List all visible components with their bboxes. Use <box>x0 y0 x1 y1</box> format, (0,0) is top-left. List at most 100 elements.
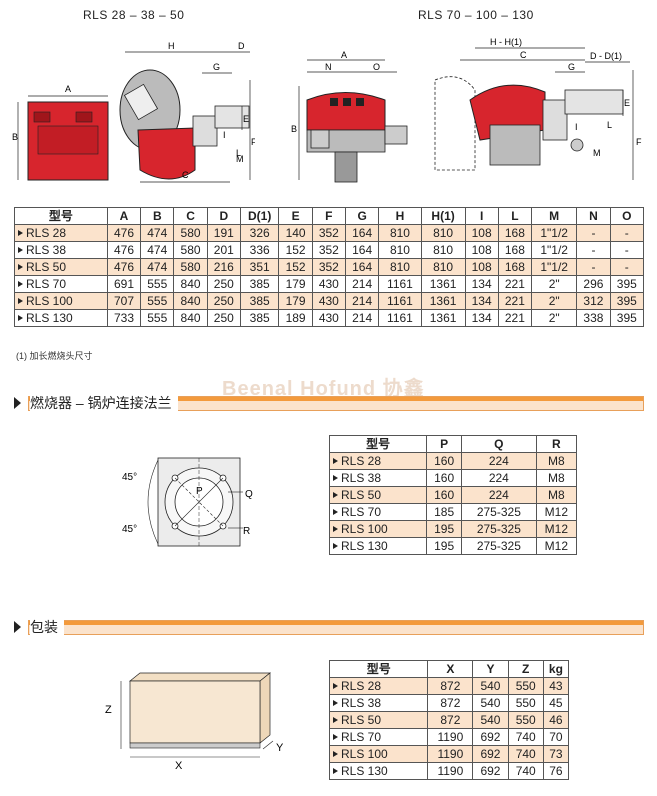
row-arrow-icon <box>333 542 338 549</box>
model-cell: RLS 130 <box>328 537 428 555</box>
table-header-cell: N <box>576 207 611 225</box>
model-cell: RLS 70 <box>328 503 428 521</box>
row-arrow-icon <box>333 750 338 757</box>
table-cell: 430 <box>311 309 346 327</box>
table-header-cell: 型号 <box>328 435 428 453</box>
section-band <box>28 620 644 635</box>
table-header-cell: H <box>378 207 422 225</box>
label-H-H1: H - H(1) <box>490 37 522 47</box>
label-B-large: B <box>291 124 297 134</box>
table-cell: 550 <box>507 694 544 712</box>
table-cell: M12 <box>535 520 578 538</box>
table-cell: 740 <box>507 745 544 763</box>
table-header-cell: 型号 <box>328 660 429 678</box>
table-header-cell: O <box>609 207 645 225</box>
table-cell: 810 <box>378 258 422 276</box>
table-cell: 108 <box>464 241 499 259</box>
row-arrow-icon <box>333 508 338 515</box>
table-cell: 224 <box>461 469 537 487</box>
model-name: RLS 70 <box>341 729 382 744</box>
table-cell: 1161 <box>378 275 422 293</box>
table-cell: 1"1/2 <box>531 241 578 259</box>
label-Q: Q <box>245 489 253 500</box>
section-arrow-icon <box>14 621 21 633</box>
angle-top: 45° <box>122 472 137 483</box>
table-cell: 1161 <box>378 292 422 310</box>
model-cell: RLS 50 <box>328 486 428 504</box>
table-cell: - <box>576 224 611 242</box>
table-cell: 385 <box>239 275 280 293</box>
table-cell: 810 <box>420 224 466 242</box>
table-cell: 430 <box>311 292 346 310</box>
table-cell: 840 <box>173 275 208 293</box>
label-R: R <box>243 526 250 537</box>
table-cell: 872 <box>427 677 474 695</box>
model-cell: RLS 100 <box>328 520 428 538</box>
table-header-cell: X <box>427 660 474 678</box>
table-cell: 134 <box>464 292 499 310</box>
table-cell: 1190 <box>427 728 474 746</box>
table-header-cell: Z <box>507 660 544 678</box>
table-cell: 70 <box>542 728 570 746</box>
label-Y: Y <box>276 742 284 754</box>
table-header-cell: P <box>426 435 463 453</box>
table-cell: 108 <box>464 224 499 242</box>
table-cell: 540 <box>472 694 509 712</box>
table-cell: 191 <box>206 224 241 242</box>
table-cell: 168 <box>497 258 533 276</box>
table-cell: 134 <box>464 275 499 293</box>
model-cell: RLS 100 <box>328 745 429 763</box>
table-cell: 221 <box>497 275 533 293</box>
model-name: RLS 28 <box>341 453 382 468</box>
label-C: C <box>182 170 189 180</box>
table-cell: 2" <box>531 292 578 310</box>
row-arrow-icon <box>333 699 338 706</box>
table-cell: 872 <box>427 694 474 712</box>
row-arrow-icon <box>333 525 338 532</box>
model-cell: RLS 50 <box>328 711 429 729</box>
table-cell: 474 <box>140 258 175 276</box>
table-header-cell: D(1) <box>239 207 280 225</box>
table-cell: 476 <box>106 258 142 276</box>
model-name: RLS 100 <box>26 293 73 308</box>
model-name: RLS 38 <box>341 470 382 485</box>
label-C-large: C <box>520 50 527 60</box>
table-cell: 185 <box>426 503 463 521</box>
table-cell: 179 <box>278 275 313 293</box>
table-cell: 214 <box>344 292 380 310</box>
table-cell: 160 <box>426 452 463 470</box>
table-header-cell: B <box>140 207 175 225</box>
table-cell: 352 <box>311 241 346 259</box>
table-cell: 1"1/2 <box>531 224 578 242</box>
table-cell: M12 <box>535 537 578 555</box>
table-header-cell: G <box>344 207 380 225</box>
label-L-large: L <box>607 120 612 130</box>
table-cell: 692 <box>472 728 509 746</box>
burner-drawing-large: N O A B H - H(1) D - D(1) C G E F I L M <box>291 37 642 183</box>
model-cell: RLS 100 <box>14 292 108 310</box>
table-cell: 160 <box>426 486 463 504</box>
table-cell: - <box>576 241 611 259</box>
table-cell: 430 <box>311 275 346 293</box>
row-arrow-icon <box>18 263 23 270</box>
section-arrow-icon <box>14 397 21 409</box>
label-X: X <box>175 760 183 770</box>
table-cell: 134 <box>464 309 499 327</box>
model-cell: RLS 130 <box>14 309 108 327</box>
table-cell: M12 <box>535 503 578 521</box>
table-header-cell: L <box>497 207 533 225</box>
label-G: G <box>213 62 220 72</box>
label-M: M <box>236 154 244 164</box>
table-cell: 395 <box>609 275 645 293</box>
table-cell: 214 <box>344 309 380 327</box>
model-name: RLS 70 <box>341 504 382 519</box>
label-G-large: G <box>568 62 575 72</box>
